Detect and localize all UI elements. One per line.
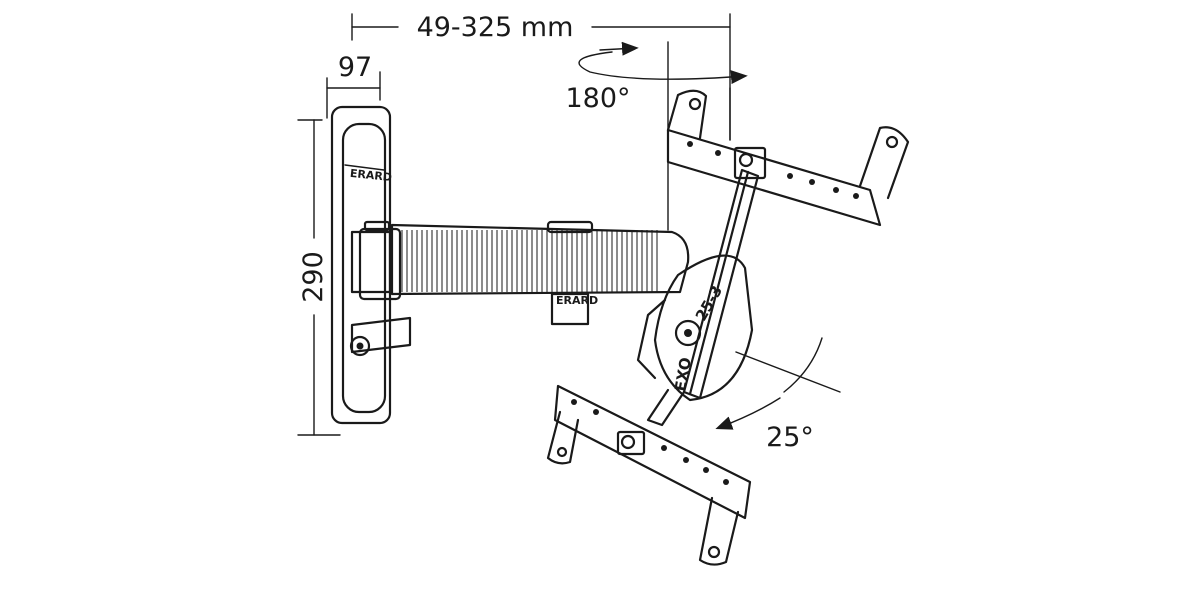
plate-height-label: 290: [298, 251, 329, 303]
model-label-line1: EXO: [671, 356, 695, 393]
lower-vesa-bar: [546, 384, 752, 566]
swivel-angle-label: 180°: [565, 83, 630, 114]
plate-width-label: 97: [338, 52, 372, 83]
articulating-arm: ERARD: [358, 220, 690, 326]
swivel-indicator: 180°: [565, 41, 748, 231]
wall-plate: ERARD: [330, 105, 412, 425]
tilt-indicator: 25°: [715, 337, 841, 453]
plate-height-dimension: 290: [297, 119, 341, 436]
depth-dimension: 49-325 mm: [351, 12, 731, 141]
plate-brand-label: ERARD: [349, 167, 392, 184]
tilt-angle-label: 25°: [766, 422, 814, 453]
plate-width-dimension: 97: [326, 52, 381, 119]
upper-vesa-bar: [666, 89, 910, 227]
vesa-spine: [646, 168, 760, 427]
depth-range-label: 49-325 mm: [417, 12, 574, 43]
arm-brand-label: ERARD: [556, 294, 598, 307]
